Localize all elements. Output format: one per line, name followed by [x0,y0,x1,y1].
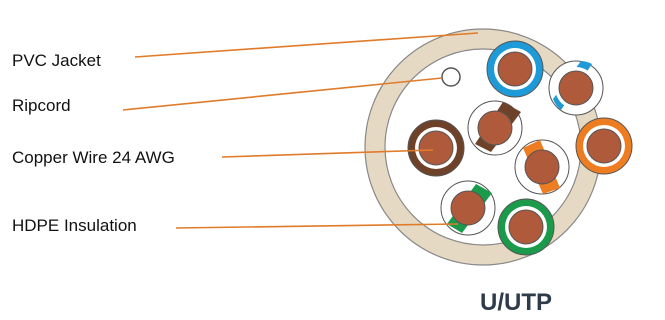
orange-pair [514,117,633,195]
leader-line-insulation [175,223,459,229]
orange-solid-conductor [575,117,633,175]
green-pair [440,180,555,256]
blue-pair [486,40,604,116]
leader-line-jacket [134,32,479,58]
label-copper-wire: Copper Wire 24 AWG [12,148,175,167]
green-striped-conductor [440,180,496,236]
label-pvc-jacket: PVC Jacket [12,51,101,70]
label-ripcord: Ripcord [12,96,71,115]
blue-striped-conductor [548,60,604,116]
brown-solid-conductor [407,119,465,177]
brown-striped-conductor [467,100,523,156]
blue-solid-conductor [486,40,544,98]
orange-striped-conductor [514,139,570,195]
cable-type-title: U/UTP [480,289,552,316]
brown-pair [407,100,523,177]
label-hdpe-insulation: HDPE Insulation [12,216,137,235]
leader-line-copper [221,149,434,158]
ripcord [441,67,461,87]
green-solid-conductor [497,198,555,256]
leader-line-ripcord [122,77,443,111]
